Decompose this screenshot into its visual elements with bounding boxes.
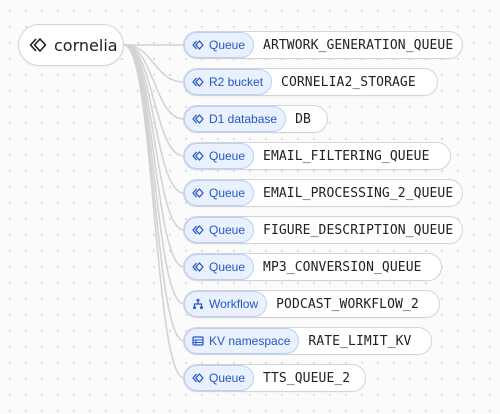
binding-type-badge: Queue	[184, 254, 255, 280]
binding-name: MP3_CONVERSION_QUEUE	[263, 259, 422, 275]
binding-type-label: Queue	[209, 38, 246, 52]
binding-node[interactable]: D1 database DB	[183, 105, 328, 133]
edge-line	[123, 44, 185, 268]
binding-node[interactable]: Workflow PODCAST_WORKFLOW_2	[183, 290, 440, 318]
binding-node[interactable]: Queue FIGURE_DESCRIPTION_QUEUE	[183, 216, 463, 244]
binding-type-badge: Queue	[184, 365, 255, 391]
queue-diamond-icon	[192, 373, 204, 383]
binding-name: DB	[295, 111, 311, 127]
binding-type-label: Queue	[209, 149, 246, 163]
binding-type-label: Queue	[209, 260, 246, 274]
edge-line	[123, 44, 185, 83]
edge-line	[123, 44, 185, 342]
binding-name: RATE_LIMIT_KV	[308, 333, 412, 349]
binding-type-badge: Queue	[184, 32, 255, 58]
binding-name: ARTWORK_GENERATION_QUEUE	[263, 37, 454, 53]
binding-type-badge: Queue	[184, 143, 255, 169]
worker-name: cornelia	[54, 35, 118, 55]
binding-node[interactable]: Queue EMAIL_PROCESSING_2_QUEUE	[183, 179, 463, 207]
binding-type-badge: D1 database	[184, 106, 287, 132]
d1-diamond-icon	[192, 114, 204, 124]
binding-node[interactable]: Queue TTS_QUEUE_2	[183, 364, 366, 392]
binding-node[interactable]: R2 bucket CORNELIA2_STORAGE	[183, 68, 438, 96]
binding-name: CORNELIA2_STORAGE	[281, 74, 416, 90]
binding-type-label: Workflow	[209, 297, 259, 311]
binding-type-label: Queue	[209, 223, 246, 237]
binding-type-badge: KV namespace	[184, 328, 300, 354]
worker-diamond-icon	[29, 38, 47, 52]
r2-diamond-icon	[192, 77, 204, 87]
queue-diamond-icon	[192, 225, 204, 235]
queue-diamond-icon	[192, 151, 204, 161]
binding-type-badge: R2 bucket	[184, 69, 273, 95]
queue-diamond-icon	[192, 188, 204, 198]
edge-line	[123, 44, 185, 379]
binding-type-label: Queue	[209, 371, 246, 385]
binding-name: PODCAST_WORKFLOW_2	[276, 296, 419, 312]
queue-diamond-icon	[192, 40, 204, 50]
binding-node[interactable]: KV namespace RATE_LIMIT_KV	[183, 327, 432, 355]
binding-type-badge: Queue	[184, 217, 255, 243]
edge-line	[123, 44, 185, 231]
binding-name: EMAIL_FILTERING_QUEUE	[263, 148, 430, 164]
binding-name: EMAIL_PROCESSING_2_QUEUE	[263, 185, 454, 201]
binding-node[interactable]: Queue EMAIL_FILTERING_QUEUE	[183, 142, 451, 170]
binding-type-badge: Queue	[184, 180, 255, 206]
binding-name: TTS_QUEUE_2	[263, 370, 351, 386]
binding-node[interactable]: Queue ARTWORK_GENERATION_QUEUE	[183, 31, 463, 59]
queue-diamond-icon	[192, 262, 204, 272]
binding-name: FIGURE_DESCRIPTION_QUEUE	[263, 222, 454, 238]
workflow-tree-icon	[193, 298, 203, 310]
binding-type-label: D1 database	[209, 112, 278, 126]
binding-type-label: R2 bucket	[209, 75, 264, 89]
binding-node[interactable]: Queue MP3_CONVERSION_QUEUE	[183, 253, 442, 281]
binding-type-label: KV namespace	[209, 334, 291, 348]
worker-node[interactable]: cornelia	[18, 24, 124, 66]
binding-type-label: Queue	[209, 186, 246, 200]
binding-type-badge: Workflow	[184, 291, 268, 317]
kv-table-icon	[192, 336, 204, 346]
